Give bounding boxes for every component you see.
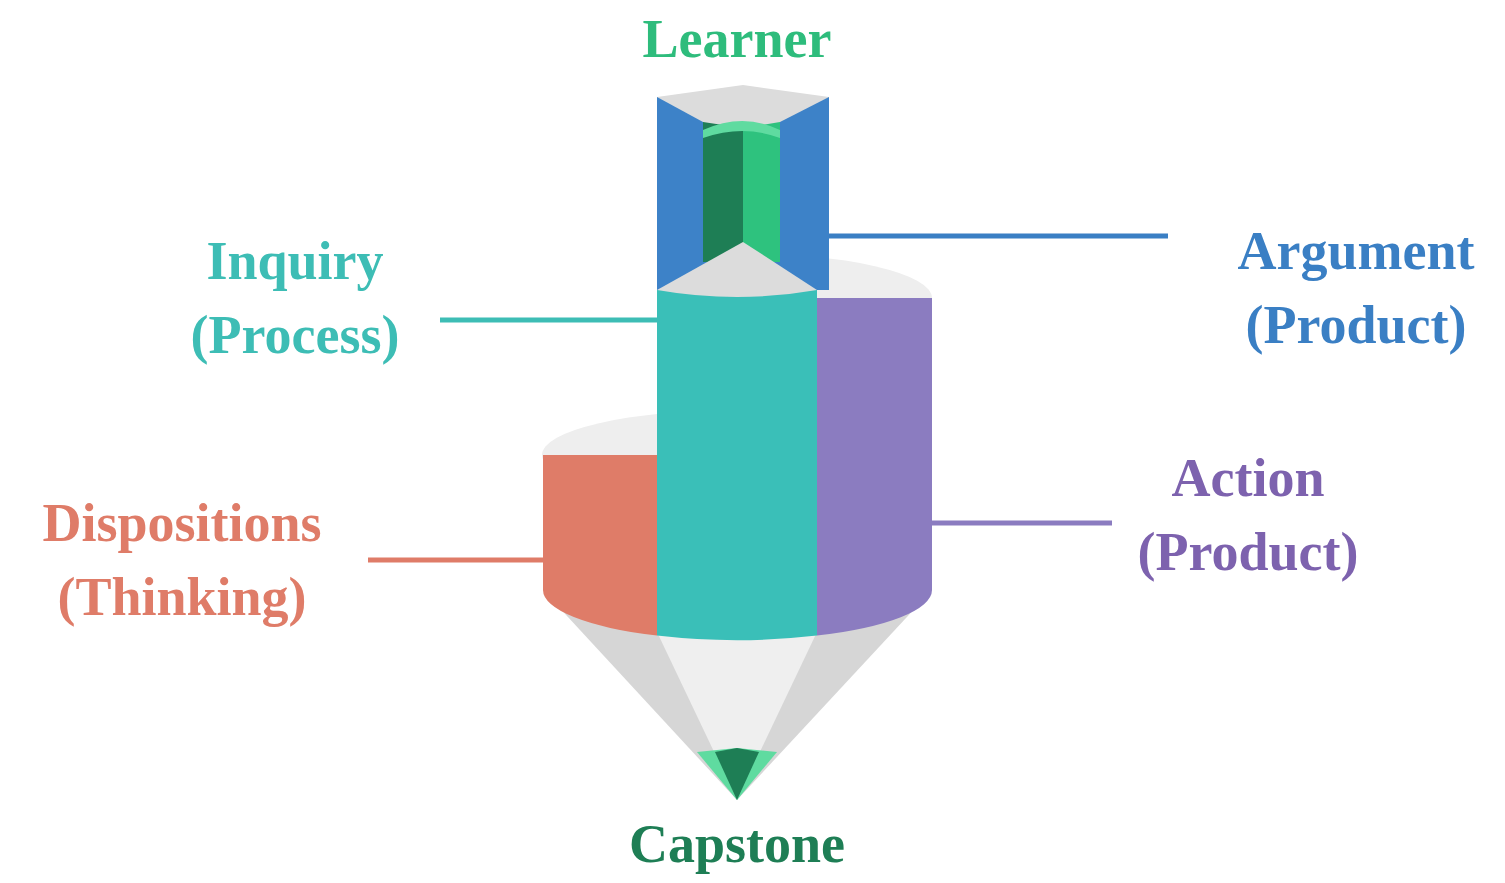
leader-line [368,558,543,563]
inquiry-segment [657,290,817,640]
action-segment [817,298,932,636]
cone-facet [657,632,817,800]
dispositions-label: Dispositions (Thinking) [7,486,357,634]
core-top [703,121,780,138]
capstone-label: Capstone [527,807,947,881]
inquiry-label: Inquiry (Process) [160,224,430,372]
action-label: Action (Product) [1113,441,1383,589]
pencil-tip [697,748,777,800]
learner-core-dark [703,122,743,262]
learner-label: Learner [527,2,947,76]
learner-core [743,122,780,262]
pencil-tip-core [715,748,759,800]
argument-label: Argument (Product) [1211,214,1501,362]
inquiry-top [657,242,817,297]
leader-line [932,521,1112,526]
dispositions-segment [543,455,657,636]
leader-line [440,318,657,323]
leader-line [829,234,1168,239]
